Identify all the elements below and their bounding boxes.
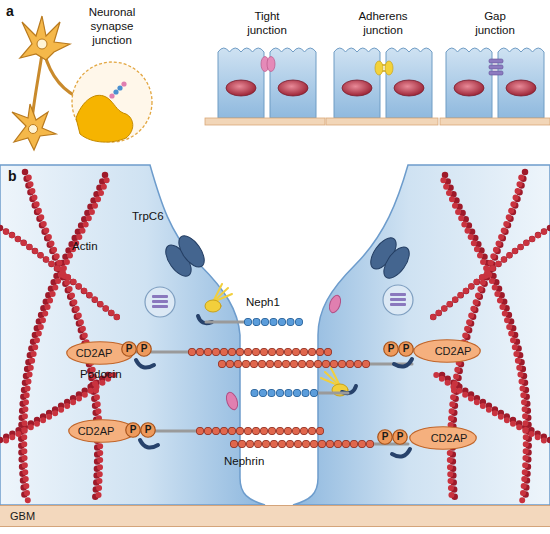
phospho-letter: P (388, 344, 395, 354)
junction-cells (218, 48, 544, 118)
vesicle (383, 285, 413, 315)
membrane-protein (224, 391, 240, 411)
actin-filaments (429, 172, 550, 502)
podocyte-left (0, 165, 265, 505)
protein-label: TrpC6 (132, 210, 164, 224)
vesicle (145, 287, 175, 317)
phospho-letter: P (403, 344, 410, 354)
nuclei (226, 80, 536, 96)
trpc6-channel (366, 234, 414, 283)
phosphorylation-site: P (377, 429, 393, 445)
adherens-junction-proteins (375, 61, 393, 75)
shape-fill (141, 423, 156, 438)
podocin-protein (136, 359, 412, 457)
junction-label: Gap junction (468, 10, 522, 38)
shape-fill (410, 427, 477, 450)
shape-fill (384, 342, 399, 357)
panel-letter: b (8, 168, 17, 185)
protein-name: CD2AP (78, 426, 115, 437)
protein-name: CD2AP (431, 433, 468, 444)
phosphorylation-site: P (121, 341, 137, 357)
tight-junction-proteins (261, 57, 275, 72)
shape-fill (414, 340, 481, 363)
protein-label: Neph1 (246, 296, 280, 310)
cd2ap-protein: CD2AP (409, 426, 477, 450)
neph1-protein (254, 368, 356, 396)
shape-fill (126, 423, 141, 438)
phosphorylation-site: P (136, 341, 152, 357)
phosphorylation-site: P (140, 422, 156, 438)
protein-name: CD2AP (435, 346, 472, 357)
podocyte-right (293, 165, 550, 505)
protein-label: Actin (72, 240, 98, 254)
neph1-protein (198, 284, 306, 323)
basement-membranes (205, 118, 550, 125)
protein-label: Nephrin (224, 455, 264, 469)
phospho-letter: P (145, 425, 152, 435)
actin-filaments (0, 172, 121, 502)
phosphorylation-site: P (125, 422, 141, 438)
cd2ap-protein: CD2AP (413, 339, 481, 363)
basement-membrane-band: GBM (0, 505, 550, 527)
shape-fill (393, 430, 408, 445)
phospho-letter: P (130, 425, 137, 435)
phosphorylation-site: P (383, 341, 399, 357)
protein-name: CD2AP (76, 348, 113, 359)
shape-fill (399, 342, 414, 357)
phospho-letter: P (382, 432, 389, 442)
junction-label: Adherens junction (352, 10, 414, 38)
protein-label: Podocin (80, 368, 122, 382)
shape-fill (378, 430, 393, 445)
trpc6-channel (161, 232, 209, 281)
junction-label: Tight junction (242, 10, 292, 38)
shape-fill (122, 342, 137, 357)
phosphorylation-site: P (398, 341, 414, 357)
phospho-letter: P (397, 432, 404, 442)
gap-junction-channels (489, 59, 503, 75)
panel-letter: a (6, 3, 14, 20)
junction-label: Neuronal synapse junction (83, 6, 141, 47)
phosphorylation-site: P (392, 429, 408, 445)
nephrin-protein (135, 352, 412, 444)
phospho-letter: P (126, 344, 133, 354)
shape-fill (137, 342, 152, 357)
membrane-protein (327, 294, 343, 314)
phospho-letter: P (141, 344, 148, 354)
band-label: GBM (10, 511, 35, 522)
